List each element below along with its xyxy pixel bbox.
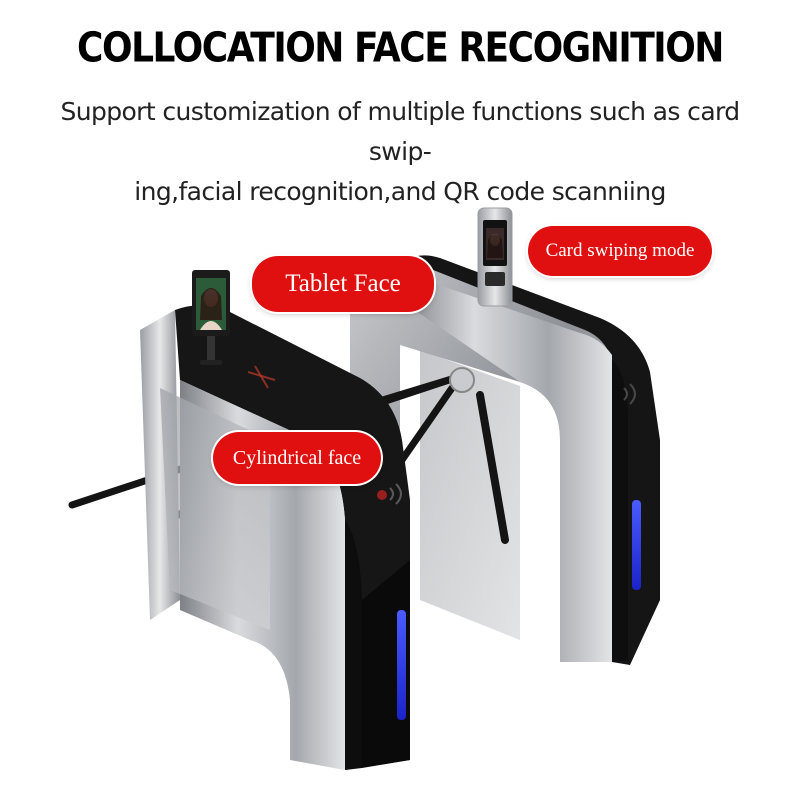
back-led-strip (632, 500, 641, 590)
tablet-face-callout: Tablet Face (252, 256, 434, 312)
front-led-strip (397, 610, 406, 720)
back-cabinet (350, 255, 660, 665)
card-swiping-device (477, 207, 513, 307)
subtitle-line-2: ing,facial recognition,and QR code scann… (134, 177, 666, 206)
cylindrical-face-callout: Cylindrical face (213, 432, 381, 484)
card-reader-icon (377, 483, 402, 505)
page-subtitle: Support customization of multiple functi… (30, 92, 770, 212)
turnstile-illustration (68, 207, 660, 770)
page-title: COLLOCATION FACE RECOGNITION (77, 24, 724, 73)
tablet-face-device (192, 270, 230, 365)
card-swiping-callout: Card swiping mode (528, 226, 712, 276)
subtitle-line-1: Support customization of multiple functi… (60, 97, 740, 166)
